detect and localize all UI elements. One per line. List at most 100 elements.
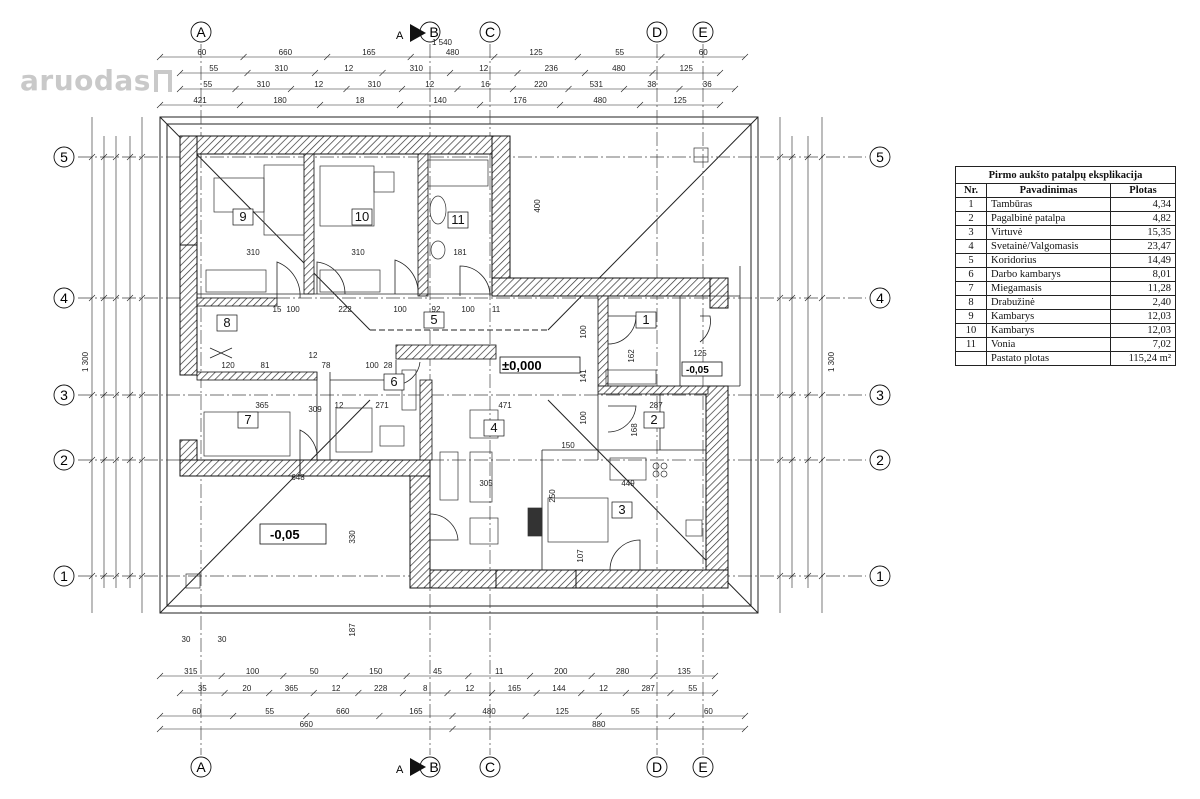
room-number: 8 <box>223 315 230 330</box>
dimension-text: 140 <box>433 96 447 105</box>
room-number: 10 <box>355 209 369 224</box>
dimension-text: 330 <box>348 530 357 544</box>
grid-bubble-2: 2 <box>53 449 75 471</box>
room-label-8: 8 <box>216 314 238 332</box>
dimension-text: 125 <box>673 96 687 105</box>
dimension-text: 18 <box>356 96 365 105</box>
grid-bubble-C: C <box>479 21 501 43</box>
level-porch: -0,05 <box>681 361 723 377</box>
grid-bubble-E: E <box>692 21 714 43</box>
dimension-text: 100 <box>461 305 475 314</box>
room-schedule-title: Pirmo aukšto patalpų eksplikacija <box>955 166 1176 184</box>
room-name-cell: Svetainė/Valgomasis <box>986 239 1111 254</box>
door-swings <box>209 259 711 571</box>
exterior-walls <box>179 135 729 589</box>
dimension-text: 310 <box>410 64 424 73</box>
dimension-text: 365 <box>255 401 269 410</box>
room-nr-cell: 9 <box>955 309 987 324</box>
dimension-text: 271 <box>375 401 389 410</box>
dimension-text: 16 <box>481 80 490 89</box>
dimension-text: 310 <box>368 80 382 89</box>
dimension-text: 107 <box>576 549 585 563</box>
dimension-text: 100 <box>365 361 379 370</box>
room-label-10: 10 <box>351 208 373 226</box>
dimension-text: 30 <box>182 635 191 644</box>
room-nr-cell: 5 <box>955 253 987 268</box>
dimension-text: 287 <box>641 684 655 693</box>
dimension-text: 11 <box>492 305 501 314</box>
section-marker-bottom-label: A <box>396 764 404 776</box>
grid-bubble-text: 3 <box>876 387 884 403</box>
room-number: 4 <box>490 420 497 435</box>
dimension-text: 660 <box>300 720 314 729</box>
room-name-cell: Virtuvė <box>986 225 1111 240</box>
room-area-cell: 23,47 <box>1110 239 1176 254</box>
dimension-text: 125 <box>693 349 707 358</box>
grid-bubble-text: B <box>429 24 438 40</box>
dimension-text: 8 <box>423 684 428 693</box>
room-label-11: 11 <box>447 211 469 229</box>
dimension-text: 45 <box>433 667 442 676</box>
room-area-cell: 4,34 <box>1110 197 1176 212</box>
watermark-house-icon <box>153 70 172 92</box>
dimension-text: 531 <box>590 80 604 89</box>
section-marker-top-label: A <box>396 30 404 42</box>
dimension-text: 180 <box>273 96 287 105</box>
grid-bubble-5: 5 <box>869 146 891 168</box>
room-schedule-table: Pirmo aukšto patalpų eksplikacija Nr. Pa… <box>955 166 1176 366</box>
grid-bubble-text: A <box>196 24 206 40</box>
level-terrace: -0,05 <box>259 523 327 545</box>
dimension-text: 165 <box>362 48 376 57</box>
room-area-cell: 12,03 <box>1110 323 1176 338</box>
room-name-cell: Tambūras <box>986 197 1111 212</box>
dimension-text: 12 <box>599 684 608 693</box>
dimension-text: 55 <box>631 707 640 716</box>
dimension-text: 165 <box>508 684 522 693</box>
room-label-4: 4 <box>483 419 505 437</box>
dimension-text: 12 <box>344 64 353 73</box>
dimension-text: 250 <box>548 489 557 503</box>
dimension-text: 310 <box>246 248 260 257</box>
room-name-cell: Miegamasis <box>986 281 1111 296</box>
grid-bubble-text: 5 <box>60 149 68 165</box>
dimension-text: 162 <box>627 349 636 363</box>
dimension-text: 50 <box>310 667 319 676</box>
grid-bubble-text: B <box>429 759 438 775</box>
grid-bubble-text: D <box>652 759 662 775</box>
grid-bubble-text: E <box>698 24 707 40</box>
dimension-text: 310 <box>275 64 289 73</box>
header-nr: Nr. <box>955 183 987 198</box>
dimension-text: 60 <box>197 48 206 57</box>
room-area-cell: 14,49 <box>1110 253 1176 268</box>
room-number: 9 <box>239 209 246 224</box>
room-label-1: 1 <box>635 311 657 329</box>
room-nr-cell: 10 <box>955 323 987 338</box>
roof-outline <box>159 116 759 614</box>
dimension-lines <box>88 53 826 733</box>
dimension-text: 60 <box>192 707 201 716</box>
grid-bubble-2: 2 <box>869 449 891 471</box>
dimension-text: 150 <box>561 441 575 450</box>
dimension-text: 480 <box>612 64 626 73</box>
header-name: Pavadinimas <box>986 183 1111 198</box>
dimension-text: 20 <box>242 684 251 693</box>
dimension-text: 12 <box>465 684 474 693</box>
grid-bubble-text: A <box>196 759 206 775</box>
grid-bubble-text: 1 <box>60 568 68 584</box>
dimension-text: 471 <box>498 401 512 410</box>
room-nr-cell: 2 <box>955 211 987 226</box>
room-nr-cell: 7 <box>955 281 987 296</box>
dimension-text: 78 <box>322 361 331 370</box>
dimension-text: 12 <box>309 351 318 360</box>
dimension-text: 309 <box>308 405 322 414</box>
dimension-text: 28 <box>384 361 393 370</box>
room-nr-cell: 11 <box>955 337 987 352</box>
watermark-text: aruodas <box>20 64 151 97</box>
